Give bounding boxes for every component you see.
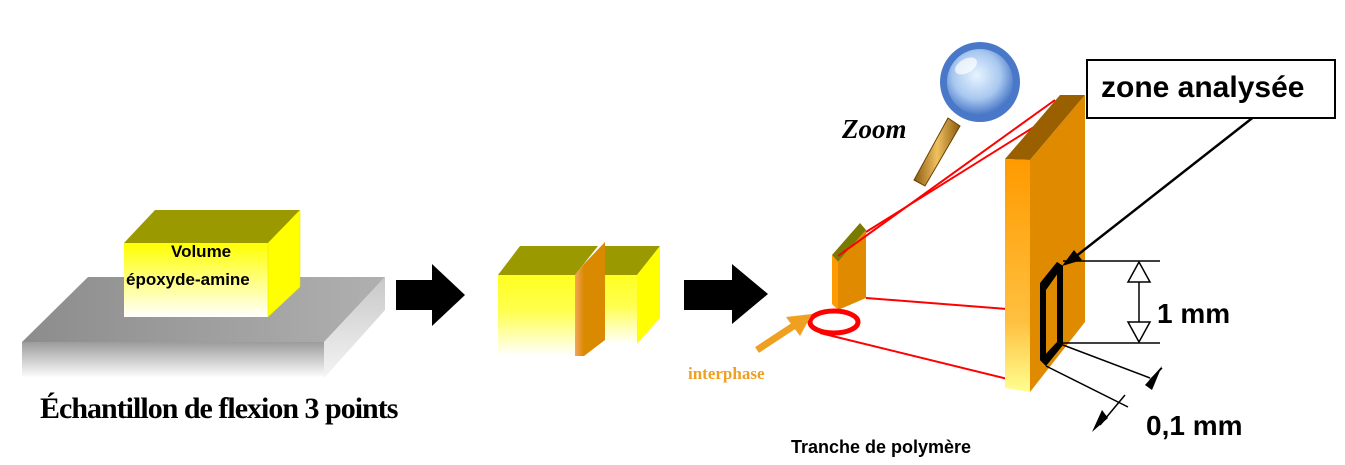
dim-arrow-up	[1126, 260, 1152, 283]
interphase-label: interphase	[688, 364, 765, 383]
dim-arrow-down	[1126, 321, 1152, 344]
dim-arrow-small-2	[1092, 410, 1108, 432]
volume-label-line1: Volume	[171, 242, 232, 261]
zoom-label: Zoom	[842, 114, 907, 144]
interphase-arrow	[755, 314, 812, 353]
dim-01mm-label: 0,1 mm	[1146, 410, 1243, 441]
epoxy-volume-box	[124, 209, 301, 318]
interphase-ellipse	[807, 308, 861, 336]
analysed-zone	[1040, 262, 1063, 366]
right-arrow-icon	[396, 264, 465, 326]
zone-label-box	[1086, 59, 1336, 119]
zone-callout-line	[1074, 111, 1261, 258]
zone-callout-arrowhead	[1062, 250, 1082, 266]
dim-1mm-label: 1 mm	[1157, 298, 1231, 329]
slice-label: Tranche de polymère	[791, 437, 972, 457]
volume-label-line2: époxyde-amine	[126, 270, 250, 289]
dim-arrow-small-1	[1145, 366, 1162, 390]
small-slice	[832, 223, 866, 310]
cut-sample	[498, 242, 660, 356]
magnifier-icon	[913, 42, 1020, 187]
sample-caption: Échantillon de flexion 3 points	[40, 392, 398, 425]
zoom-lines	[819, 99, 1059, 383]
zone-label: zone analysée	[1101, 71, 1305, 104]
right-arrow-icon	[684, 264, 768, 324]
